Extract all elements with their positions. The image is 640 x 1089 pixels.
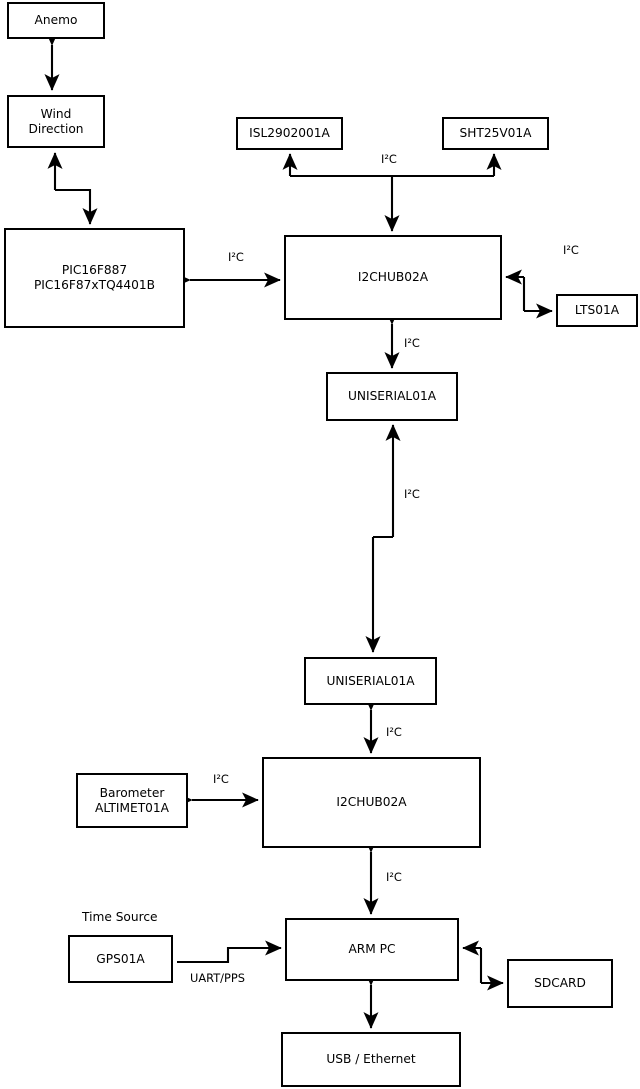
edge-label-i2c-uniserial-hub2: I²C [386, 725, 402, 739]
node-lts01a[interactable]: LTS01A [556, 294, 638, 327]
node-anemo[interactable]: Anemo [7, 2, 105, 39]
edge-label-uart-pps: UART/PPS [190, 971, 245, 985]
edge-label-i2c-hub-uniserial: I²C [404, 336, 420, 350]
edge-label-i2c-barometer-hub2: I²C [213, 772, 229, 786]
node-sht25v01a[interactable]: SHT25V01A [442, 117, 549, 150]
connector-gps-armpc [177, 940, 282, 964]
node-gps01a[interactable]: GPS01A [68, 935, 173, 983]
connector-wind-pic [55, 188, 98, 225]
label-time-source: Time Source [82, 910, 158, 924]
edge-label-i2c-pic-hub: I²C [228, 250, 244, 264]
node-pic-mcu[interactable]: PIC16F887 PIC16F87xTQ4401B [4, 228, 185, 328]
node-isl2902001a[interactable]: ISL2902001A [236, 117, 343, 150]
node-uniserial01a-top[interactable]: UNISERIAL01A [326, 372, 458, 421]
node-sdcard[interactable]: SDCARD [507, 959, 613, 1008]
edge-label-i2c-hub-lts: I²C [563, 243, 579, 257]
node-barometer-altimet01a[interactable]: Barometer ALTIMET01A [76, 773, 188, 828]
edge-label-i2c-hub2-armpc: I²C [386, 870, 402, 884]
node-i2chub02a-bottom[interactable]: I2CHUB02A [262, 757, 481, 848]
edge-label-i2c-uniserial-uniserial: I²C [404, 487, 420, 501]
node-arm-pc[interactable]: ARM PC [285, 918, 459, 981]
edge-label-i2c-sensors-top: I²C [381, 152, 397, 166]
node-uniserial01a-bottom[interactable]: UNISERIAL01A [304, 657, 437, 705]
node-usb-ethernet[interactable]: USB / Ethernet [281, 1032, 461, 1087]
node-i2chub02a-top[interactable]: I2CHUB02A [284, 235, 502, 320]
node-wind-direction[interactable]: Wind Direction [7, 95, 105, 148]
